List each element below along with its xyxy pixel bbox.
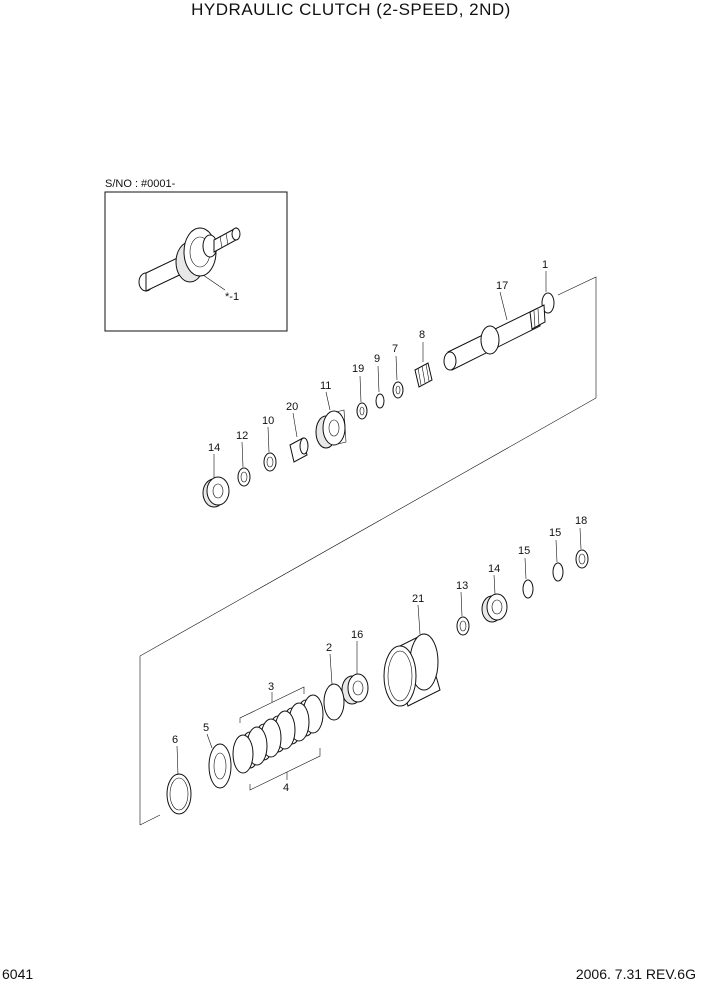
svg-text:14: 14 (488, 563, 500, 575)
part-2-o-ring: 2 (323, 642, 345, 721)
lower-group-outline (139, 474, 461, 826)
part-20-sleeve: 20 (286, 401, 309, 463)
part-1-o-ring: 1 (541, 259, 555, 314)
part-4-steel-plates: 4 (232, 694, 324, 794)
svg-text:19: 19 (352, 363, 364, 375)
svg-text:3: 3 (268, 681, 274, 693)
page-number: 6041 (2, 966, 34, 982)
serial-number-label: S/NO : #0001- (105, 178, 176, 190)
upper-group-outline (459, 276, 597, 476)
revision-label: 2006. 7.31 REV.6G (575, 966, 696, 982)
svg-text:13: 13 (456, 580, 468, 592)
svg-text:2: 2 (326, 642, 332, 654)
svg-text:21: 21 (412, 593, 424, 605)
svg-text:6: 6 (172, 734, 178, 746)
part-5-end-plate: 5 (203, 722, 232, 789)
svg-text:14: 14 (208, 442, 220, 454)
part-10-washer: 10 (262, 415, 277, 472)
part-19-washer: 19 (352, 363, 368, 420)
part-15-o-ring-a: 15 (549, 527, 564, 582)
svg-text:18: 18 (575, 515, 587, 527)
part-14-bearing-lower: 14 (481, 563, 508, 623)
svg-text:7: 7 (392, 343, 398, 355)
part-17-shaft: 17 (443, 280, 546, 371)
part-14-bearing-upper: 14 (202, 442, 230, 508)
svg-text:20: 20 (286, 401, 298, 413)
svg-text:1: 1 (542, 259, 548, 271)
part-16-bearing: 16 (341, 629, 369, 705)
svg-text:9: 9 (374, 353, 380, 365)
part-13-washer: 13 (456, 580, 470, 636)
svg-text:10: 10 (262, 415, 274, 427)
svg-text:8: 8 (419, 329, 425, 341)
part-6-snap-ring: 6 (166, 734, 192, 815)
page-title: HYDRAULIC CLUTCH (2-SPEED, 2ND) (191, 0, 511, 19)
part-15-o-ring-b: 15 (518, 545, 534, 599)
inset-assembly-drawing (138, 227, 241, 292)
part-8-spring: 8 (414, 329, 433, 388)
part-21-drum: 21 (383, 593, 441, 707)
svg-text:5: 5 (203, 722, 209, 734)
svg-text:15: 15 (549, 527, 561, 539)
inset-box: *-1 (104, 191, 288, 332)
part-12-washer: 12 (236, 430, 251, 487)
svg-text:16: 16 (351, 629, 363, 641)
svg-text:17: 17 (496, 280, 508, 292)
svg-text:12: 12 (236, 430, 248, 442)
svg-text:15: 15 (518, 545, 530, 557)
part-18-seal-ring: 18 (575, 515, 589, 569)
part-7-washer: 7 (392, 343, 404, 399)
svg-text:4: 4 (283, 782, 289, 794)
part-9-snap-ring: 9 (374, 353, 385, 409)
inset-callout: *-1 (225, 291, 239, 303)
part-11-gear: 11 (315, 380, 347, 449)
svg-text:11: 11 (320, 380, 331, 392)
